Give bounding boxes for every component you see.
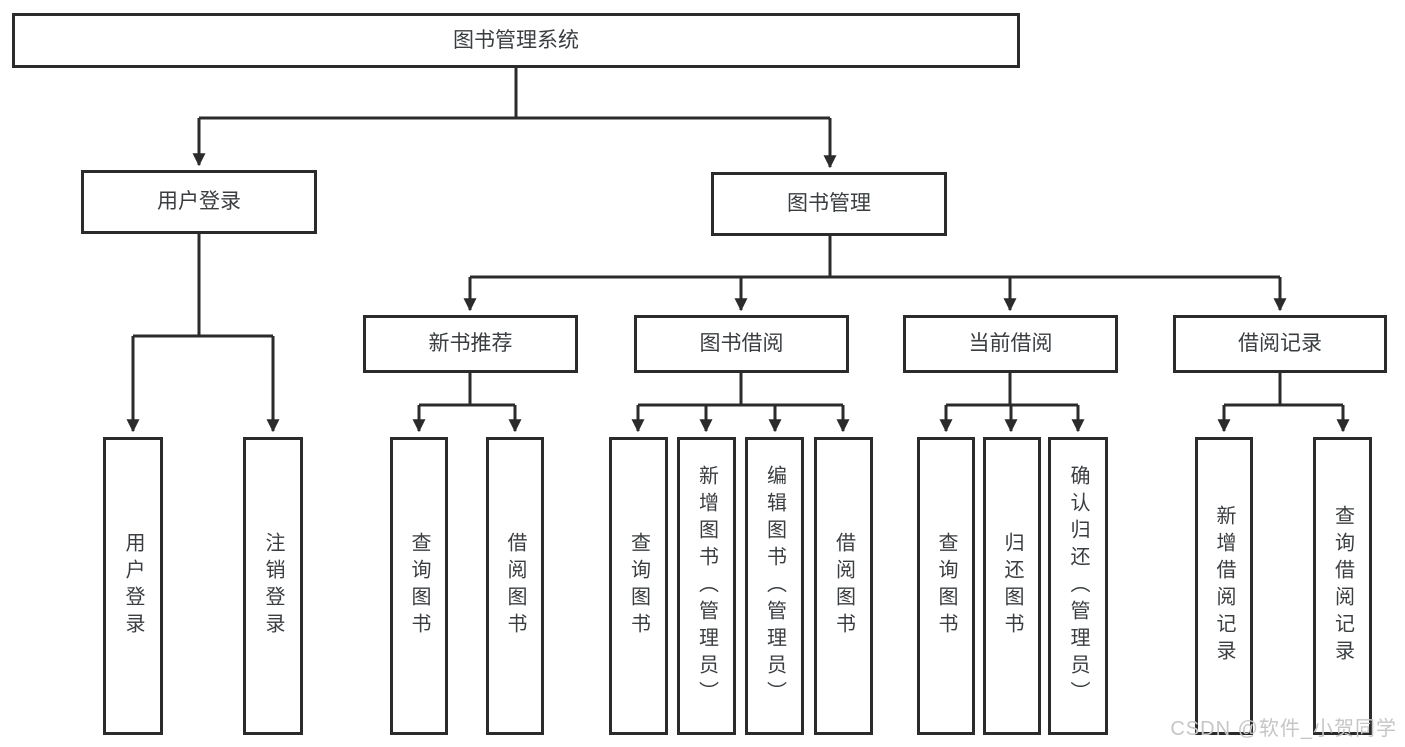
leaf-bb-query-book: 查询图书: [609, 437, 668, 735]
leaf-user-login: 用户登录: [103, 437, 163, 735]
node-new-book-label: 新书推荐: [428, 332, 513, 356]
node-borrow-record-label: 借阅记录: [1238, 332, 1322, 356]
node-root-label: 图书管理系统: [453, 28, 579, 52]
leaf-bb-query-book-label: 查询图书: [627, 532, 650, 640]
leaf-cb-query-book: 查询图书: [917, 437, 975, 735]
leaf-cb-confirm-return-label: 确认归还（管理员）: [1067, 464, 1089, 708]
node-user-login: 用户登录: [81, 170, 317, 234]
leaf-nb-query-book: 查询图书: [390, 437, 448, 735]
node-new-book-recommend: 新书推荐: [363, 315, 578, 373]
node-book-management-label: 图书管理: [787, 192, 871, 216]
leaf-br-query-record-label: 查询借阅记录: [1331, 505, 1354, 667]
leaf-br-add-record-label: 新增借阅记录: [1213, 505, 1235, 667]
leaf-bb-add-book: 新增图书（管理员）: [677, 437, 736, 735]
leaf-bb-edit-book-label: 编辑图书（管理员）: [763, 464, 786, 708]
node-current-borrow: 当前借阅: [903, 315, 1118, 373]
leaf-logout-label: 注销登录: [262, 532, 284, 640]
leaf-bb-borrow-book-label: 借阅图书: [832, 532, 855, 640]
leaf-cb-query-book-label: 查询图书: [935, 532, 957, 640]
node-book-borrow-label: 图书借阅: [699, 332, 784, 356]
node-root: 图书管理系统: [12, 13, 1020, 68]
leaf-bb-add-book-label: 新增图书（管理员）: [695, 464, 718, 708]
leaf-nb-borrow-book-label: 借阅图书: [504, 532, 526, 640]
leaf-logout: 注销登录: [243, 437, 303, 735]
leaf-user-login-label: 用户登录: [122, 532, 144, 640]
leaf-br-query-record: 查询借阅记录: [1313, 437, 1372, 735]
node-current-borrow-label: 当前借阅: [968, 332, 1053, 356]
leaf-cb-return-book: 归还图书: [983, 437, 1041, 735]
leaf-cb-confirm-return: 确认归还（管理员）: [1048, 437, 1108, 735]
leaf-bb-edit-book: 编辑图书（管理员）: [745, 437, 804, 735]
node-book-borrow: 图书借阅: [634, 315, 849, 373]
node-book-management: 图书管理: [711, 172, 947, 236]
node-user-login-label: 用户登录: [157, 190, 241, 214]
leaf-nb-query-book-label: 查询图书: [408, 532, 430, 640]
node-borrow-record: 借阅记录: [1173, 315, 1387, 373]
leaf-bb-borrow-book: 借阅图书: [814, 437, 873, 735]
connector-segments: [133, 68, 1343, 407]
leaf-nb-borrow-book: 借阅图书: [486, 437, 544, 735]
watermark: CSDN @软件_小贺同学: [1170, 718, 1397, 740]
leaf-cb-return-book-label: 归还图书: [1001, 532, 1023, 640]
leaf-br-add-record: 新增借阅记录: [1195, 437, 1253, 735]
